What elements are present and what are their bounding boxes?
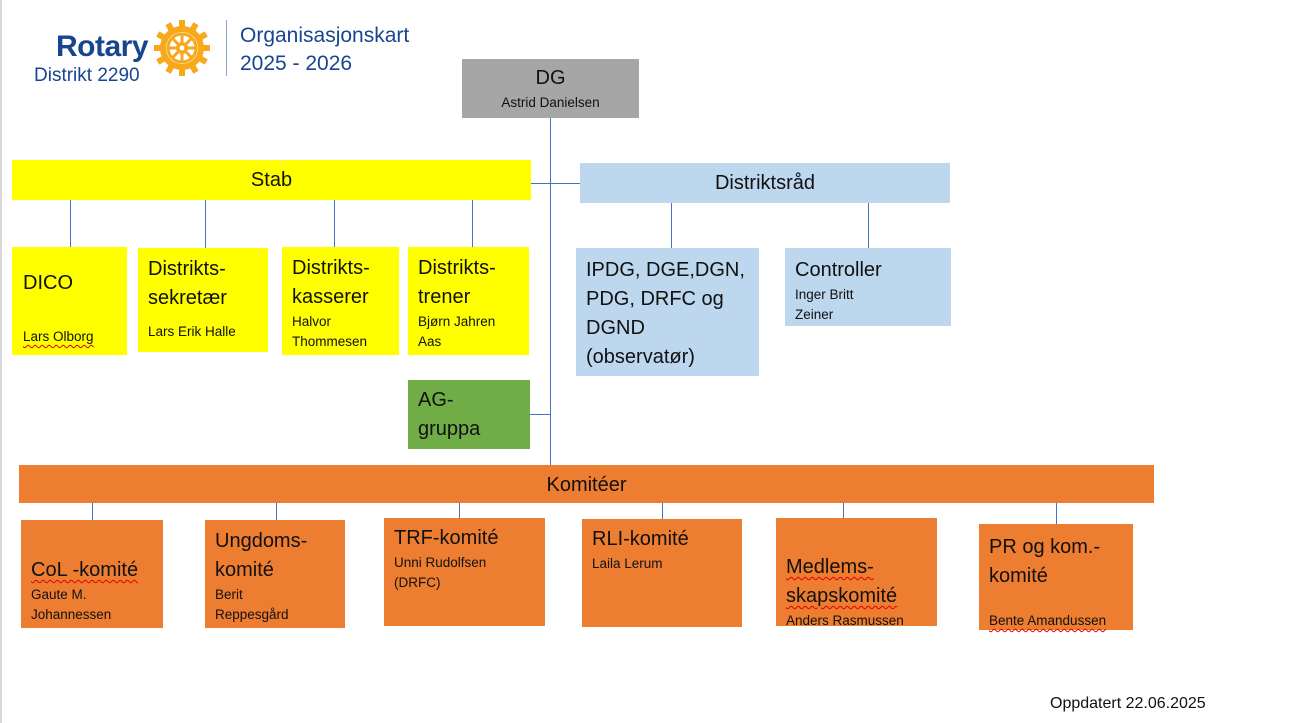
- connector-kom-pr: [1056, 503, 1057, 524]
- updated-date: Oppdatert 22.06.2025: [1050, 695, 1206, 712]
- stab-member-dico: DICO Lars Olborg: [12, 247, 127, 355]
- member-title: Distrikts- kasserer: [292, 257, 370, 308]
- member-name: Halvor Thommesen: [292, 314, 368, 349]
- committee-chair: Unni Rudolfsen (DRFC): [394, 555, 487, 590]
- distriktsrad-member-observers: IPDG, DGE,DGN, PDG, DRFC og DGND (observ…: [576, 248, 759, 376]
- committee-chair: Berit Reppesgård: [215, 587, 289, 622]
- rotary-wordmark: Rotary: [56, 30, 149, 63]
- committee-title: TRF-komité: [394, 527, 499, 549]
- committee-title: PR og kom.- komité: [989, 536, 1101, 587]
- logo-divider: [226, 20, 227, 76]
- member-name: Bjørn Jahren Aas: [418, 314, 496, 349]
- stab-member-sekretaer: Distrikts- sekretær Lars Erik Halle: [138, 248, 268, 352]
- committee-chair: Bente Amandussen: [989, 613, 1107, 628]
- connector-stab-kasserer: [334, 200, 335, 247]
- connector-kom-col: [92, 503, 93, 520]
- stab-member-kasserer: Distrikts- kasserer Halvor Thommesen: [282, 247, 399, 355]
- member-name: Inger Britt Zeiner: [795, 287, 854, 322]
- distriktsrad-bar: Distriktsråd: [580, 163, 950, 203]
- member-title: Controller: [795, 259, 882, 281]
- connector-kom-ungdom: [276, 503, 277, 520]
- district-label: Distrikt 2290: [34, 65, 140, 86]
- member-title: Distrikts- trener: [418, 257, 496, 308]
- stab-member-trener: Distrikts- trener Bjørn Jahren Aas: [408, 247, 529, 355]
- dg-name: Astrid Danielsen: [501, 95, 600, 110]
- connector-kom-medlem: [843, 503, 844, 518]
- connector-rad-ipdg: [671, 203, 672, 248]
- member-title: Distrikts- sekretær: [148, 258, 227, 309]
- committee-title: Medlems- skapskomité: [786, 556, 898, 607]
- connector-stab-sekretaer: [205, 200, 206, 248]
- committee-chair: Anders Rasmussen: [786, 613, 904, 628]
- committee-ungdom: Ungdoms- komité Berit Reppesgård: [205, 520, 345, 628]
- distriktsrad-label: Distriktsråd: [714, 172, 815, 194]
- committee-chair: Laila Lerum: [592, 556, 663, 571]
- dg-title: DG: [535, 67, 566, 89]
- ag-gruppa-box: AG- gruppa: [408, 380, 530, 449]
- committee-title: Ungdoms- komité: [215, 530, 308, 581]
- committee-medlem: Medlems- skapskomité Anders Rasmussen: [776, 518, 937, 628]
- stab-bar: Stab: [12, 160, 531, 200]
- committee-rli: RLI-komité Laila Lerum: [582, 519, 742, 627]
- chart-years: 2025 - 2026: [240, 52, 353, 75]
- committee-col: CoL -komité Gaute M. Johannessen: [21, 520, 163, 628]
- stab-label: Stab: [250, 169, 293, 191]
- dg-box: DG Astrid Danielsen: [462, 59, 639, 118]
- page-edge: [0, 0, 2, 723]
- committee-trf: TRF-komité Unni Rudolfsen (DRFC): [384, 518, 545, 626]
- connector-dg-trunk: [550, 118, 551, 466]
- komiteer-label: Komitéer: [546, 474, 627, 496]
- connector-stab-dico: [70, 200, 71, 247]
- chart-title: Organisasjonskart: [240, 24, 410, 47]
- connector-stab-trener: [472, 200, 473, 247]
- connector-kom-rli: [662, 503, 663, 519]
- connector-ag-dg: [530, 414, 550, 415]
- member-name: Lars Olborg: [23, 329, 94, 344]
- committee-title: RLI-komité: [592, 528, 689, 550]
- distriktsrad-member-controller: Controller Inger Britt Zeiner: [785, 248, 951, 326]
- committee-pr: PR og kom.- komité Bente Amandussen: [979, 524, 1133, 630]
- member-name: Lars Erik Halle: [148, 324, 236, 339]
- member-title: IPDG, DGE,DGN, PDG, DRFC og DGND (observ…: [586, 259, 745, 368]
- connector-kom-trf: [459, 503, 460, 518]
- committee-title: CoL -komité: [31, 559, 139, 581]
- connector-dg-distriktsrad: [551, 183, 580, 184]
- committee-chair: Gaute M. Johannessen: [31, 587, 112, 622]
- ag-gruppa-label: AG- gruppa: [418, 389, 481, 440]
- connector-stab-dg: [531, 183, 550, 184]
- member-title: DICO: [23, 272, 73, 294]
- komiteer-bar: Komitéer: [19, 465, 1154, 503]
- connector-rad-controller: [868, 203, 869, 248]
- rotary-wheel-icon: [154, 20, 210, 76]
- rotary-logo-block: Rotary Distrikt 2290: [34, 18, 424, 86]
